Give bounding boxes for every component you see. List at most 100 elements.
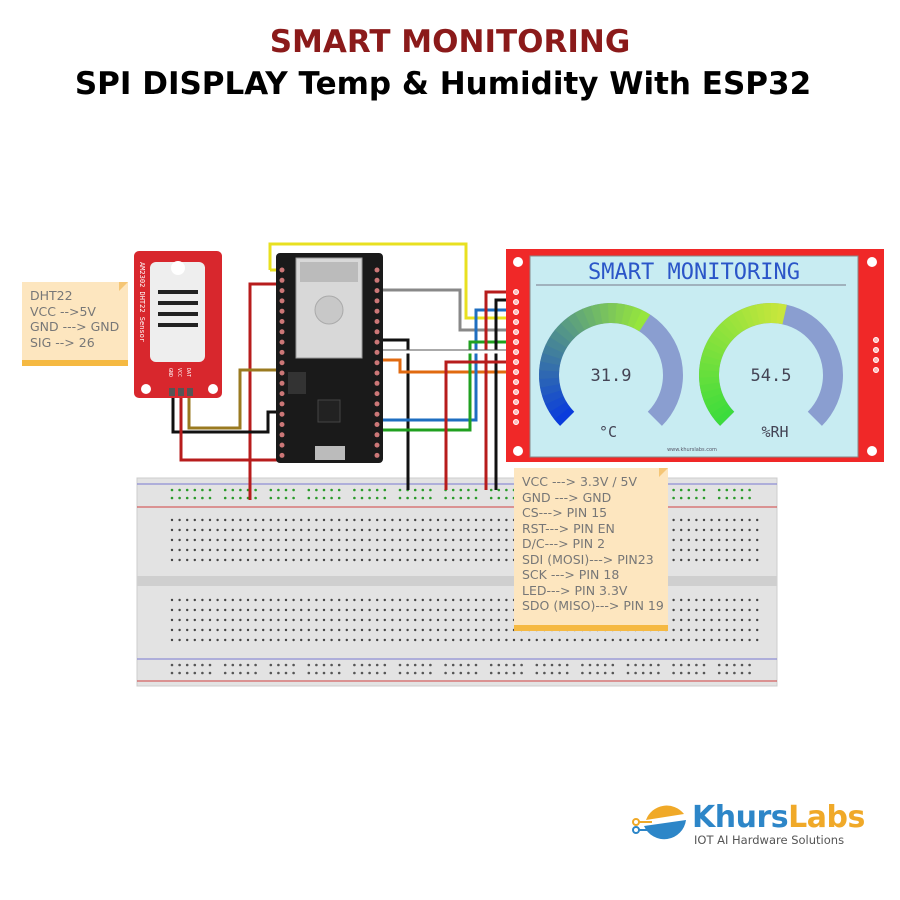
- breadboard-hole: [413, 488, 417, 492]
- breadboard-hole: [687, 671, 691, 675]
- breadboard-hole: [376, 538, 379, 542]
- breadboard-hole: [193, 663, 197, 667]
- breadboard-hole: [353, 628, 356, 632]
- breadboard-hole: [345, 548, 348, 552]
- esp32-pin: [374, 452, 380, 458]
- breadboard-hole: [262, 608, 265, 612]
- breadboard-hole: [467, 518, 470, 522]
- breadboard-hole: [414, 528, 417, 532]
- note-line: SCK ---> PIN 18: [522, 567, 620, 582]
- breadboard-hole: [702, 496, 706, 500]
- breadboard-hole: [284, 528, 288, 532]
- breadboard-hole: [262, 598, 265, 602]
- breadboard-hole: [307, 608, 310, 612]
- humidity-gauge-fill: [707, 333, 729, 351]
- breadboard-hole: [710, 618, 713, 622]
- breadboard-hole: [718, 528, 721, 532]
- breadboard-hole: [467, 628, 470, 632]
- breadboard-hole: [208, 528, 212, 532]
- breadboard-hole: [436, 638, 440, 642]
- breadboard-hole: [383, 518, 386, 522]
- breadboard-hole: [695, 598, 698, 602]
- breadboard-hole: [201, 628, 204, 632]
- note-line: SIG --> 26: [30, 334, 95, 350]
- breadboard-hole: [330, 538, 333, 542]
- tft-display-board: SMART MONITORING 31.9 54.5 °C %RH www.kh…: [506, 249, 884, 462]
- breadboard-hole: [512, 663, 516, 667]
- breadboard-hole: [170, 538, 174, 542]
- breadboard-hole: [748, 528, 751, 532]
- breadboard-hole: [489, 663, 493, 667]
- breadboard-hole: [376, 638, 379, 642]
- breadboard-hole: [170, 518, 174, 522]
- breadboard-hole: [345, 538, 348, 542]
- breadboard-hole: [543, 638, 546, 642]
- breadboard-hole: [178, 488, 181, 492]
- breadboard-hole: [429, 608, 432, 612]
- breadboard-hole: [528, 638, 531, 642]
- breadboard-hole: [368, 663, 371, 667]
- breadboard-hole: [626, 638, 630, 642]
- breadboard-hole: [186, 598, 189, 602]
- breadboard-hole: [330, 496, 333, 500]
- breadboard-hole: [178, 558, 181, 562]
- humidity-gauge-fill: [711, 327, 733, 346]
- breadboard-hole: [383, 538, 386, 542]
- breadboard-hole: [208, 608, 212, 612]
- breadboard-hole: [452, 518, 455, 522]
- breadboard-hole: [307, 488, 311, 492]
- breadboard-hole: [315, 558, 318, 562]
- breadboard-hole: [444, 638, 447, 642]
- breadboard-hole: [178, 671, 181, 675]
- breadboard-hole: [231, 528, 234, 532]
- breadboard-hole: [497, 628, 500, 632]
- dht-pin-label-gnd: GND: [167, 368, 173, 377]
- breadboard-hole: [748, 598, 751, 602]
- breadboard-hole: [695, 618, 698, 622]
- breadboard-hole: [497, 528, 500, 532]
- humidity-gauge-fill: [714, 407, 735, 426]
- breadboard-hole: [482, 548, 485, 552]
- breadboard-hole: [284, 628, 288, 632]
- breadboard-hole: [414, 628, 417, 632]
- breadboard-hole: [687, 548, 690, 552]
- breadboard-hole: [224, 518, 227, 522]
- breadboard-hole: [429, 638, 432, 642]
- breadboard-hole: [360, 663, 364, 667]
- breadboard-hole: [718, 598, 721, 602]
- breadboard-hole: [740, 638, 744, 642]
- breadboard-hole: [353, 598, 356, 602]
- breadboard-hole: [398, 518, 402, 522]
- breadboard-hole: [277, 518, 280, 522]
- breadboard-hole: [170, 496, 174, 500]
- breadboard-hole: [315, 518, 318, 522]
- breadboard-hole: [467, 558, 470, 562]
- breadboard-hole: [672, 671, 675, 675]
- breadboard-hole: [414, 558, 417, 562]
- breadboard-hole: [368, 496, 371, 500]
- breadboard-hole: [315, 608, 318, 612]
- humidity-gauge-fill: [740, 306, 756, 328]
- breadboard-hole: [497, 638, 500, 642]
- breadboard-hole: [733, 671, 736, 675]
- breadboard-hole: [550, 638, 554, 642]
- breadboard-hole: [672, 608, 675, 612]
- breadboard-hole: [414, 548, 417, 552]
- breadboard-hole: [375, 488, 379, 492]
- breadboard-hole: [429, 558, 432, 562]
- breadboard-hole: [292, 488, 295, 492]
- esp32-pin: [374, 391, 380, 397]
- breadboard-hole: [748, 518, 751, 522]
- breadboard-hole: [725, 538, 728, 542]
- breadboard-hole: [193, 548, 196, 552]
- display-pin: [513, 399, 519, 405]
- breadboard-hole: [337, 663, 341, 667]
- breadboard-hole: [740, 488, 744, 492]
- breadboard-hole: [353, 558, 356, 562]
- esp32-pin: [279, 422, 285, 427]
- display-pin: [513, 389, 519, 395]
- breadboard-hole: [543, 663, 546, 667]
- breadboard-hole: [490, 608, 493, 612]
- breadboard-hole: [718, 548, 721, 552]
- breadboard-hole: [330, 608, 333, 612]
